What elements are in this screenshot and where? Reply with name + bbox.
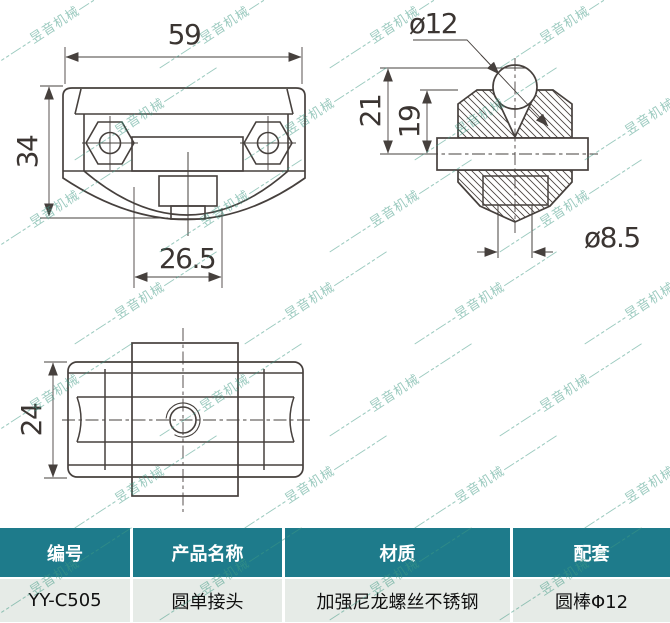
section-view	[425, 58, 598, 258]
dim-front-slot-width: 26.5	[159, 242, 215, 275]
center-block	[131, 342, 239, 497]
spec-table: 编号 产品名称 材质 配套 YY-C505 圆单接头 加强尼龙螺丝不锈钢 圆棒Φ…	[0, 528, 670, 623]
hex-nut-right	[240, 116, 296, 170]
front-view	[62, 87, 306, 236]
dim-screw-diameter: ø8.5	[584, 221, 640, 254]
front-view-dimensions	[40, 47, 303, 288]
spec-table-header-row: 编号 产品名称 材质 配套	[0, 528, 670, 577]
section-view-dimensions	[380, 39, 553, 257]
technical-drawing: 59 34 26.5 ø12 21 19 ø8.5	[11, 7, 641, 512]
dim-rod-diameter: ø12	[409, 7, 457, 40]
header-cell-number: 编号	[0, 528, 133, 577]
dim-front-width: 59	[168, 18, 201, 51]
hex-nut-left	[82, 116, 138, 170]
header-cell-matching: 配套	[513, 528, 670, 577]
value-matching: 圆棒Φ12	[513, 579, 670, 622]
value-product-name: 圆单接头	[133, 579, 285, 622]
thread-arc	[165, 402, 201, 438]
top-view-dimensions	[44, 361, 67, 479]
value-material: 加强尼龙螺丝不锈钢	[285, 579, 513, 622]
header-cell-material: 材质	[285, 528, 513, 577]
dim-front-height: 34	[11, 135, 44, 168]
value-number: YY-C505	[0, 579, 133, 622]
dim-section-height-inner: 19	[393, 106, 426, 139]
top-view	[62, 328, 310, 512]
header-cell-product-name: 产品名称	[133, 528, 285, 577]
dim-section-height-total: 21	[354, 95, 387, 128]
dim-top-height: 24	[15, 403, 48, 436]
nut-pocket	[482, 175, 549, 206]
spec-table-data-row: YY-C505 圆单接头 加强尼龙螺丝不锈钢 圆棒Φ12	[0, 579, 670, 622]
